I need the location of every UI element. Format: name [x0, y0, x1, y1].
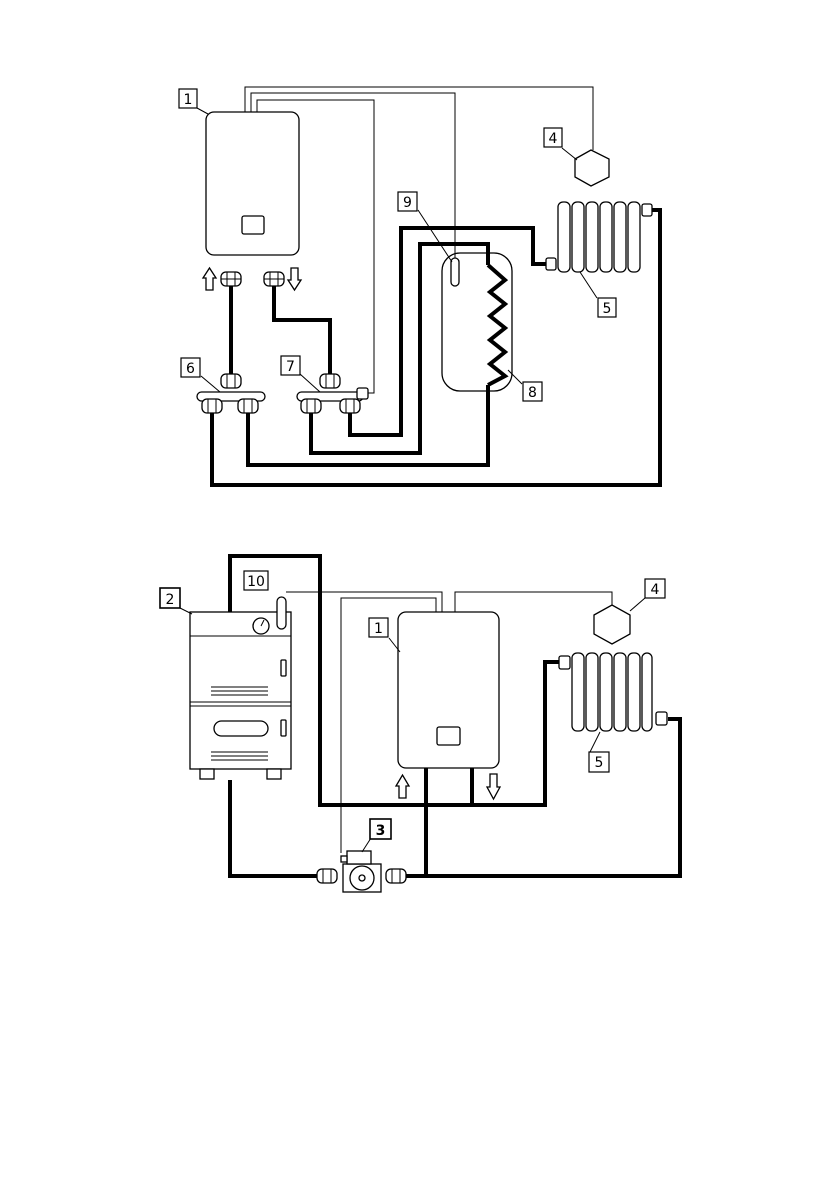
svg-text:9: 9: [403, 195, 412, 211]
radiator-top: [546, 202, 652, 272]
radiator-bottom: [559, 653, 667, 731]
svg-text:10: 10: [247, 574, 265, 590]
tag-5-top: 5: [598, 298, 616, 317]
svg-text:1: 1: [184, 92, 193, 108]
tag-2: 2: [160, 588, 180, 608]
water-tank-8: [442, 253, 512, 391]
tag-6: 6: [181, 358, 200, 377]
svg-text:8: 8: [528, 385, 537, 401]
svg-text:3: 3: [376, 823, 386, 839]
svg-text:6: 6: [186, 361, 195, 377]
tag-1-bottom: 1: [369, 618, 388, 637]
temperature-sensor-10: [277, 597, 286, 629]
wall-boiler-top: [206, 112, 299, 255]
arrow-up-icon: [396, 775, 409, 798]
room-thermostat-bottom: [594, 605, 630, 644]
svg-text:5: 5: [603, 301, 612, 317]
arrow-up-icon: [203, 268, 216, 290]
bottom-diagram: 2 10 1 4 5 3: [160, 556, 680, 892]
svg-text:2: 2: [166, 592, 175, 608]
solid-fuel-boiler: [190, 612, 291, 779]
tag-4-top: 4: [544, 128, 562, 147]
svg-text:1: 1: [374, 621, 383, 637]
flow-direction-arrows-top: [203, 268, 301, 290]
tag-10: 10: [244, 571, 268, 590]
tag-8: 8: [523, 382, 542, 401]
tag-9: 9: [398, 192, 417, 211]
svg-text:4: 4: [651, 582, 660, 598]
wall-boiler-bottom: [398, 612, 499, 768]
tag-3: 3: [370, 819, 391, 839]
arrow-down-icon: [288, 268, 301, 290]
boiler-valves-top: [221, 272, 284, 286]
circulation-pump-3: [317, 851, 406, 892]
arrow-down-icon: [487, 774, 500, 799]
fitting-6: [197, 374, 265, 413]
top-diagram: 1 4 9 5 6 7 8: [179, 87, 660, 485]
tag-1-top: 1: [179, 89, 197, 108]
svg-text:7: 7: [286, 359, 295, 375]
tag-5-bottom: 5: [589, 752, 609, 772]
fitting-7-diverter-valve: [297, 374, 368, 413]
svg-text:4: 4: [549, 131, 558, 147]
svg-text:5: 5: [595, 755, 604, 771]
room-thermostat-top: [575, 150, 609, 186]
tag-4-bottom: 4: [645, 579, 665, 598]
flow-direction-arrows-bottom: [396, 774, 500, 799]
tag-7: 7: [281, 356, 300, 375]
